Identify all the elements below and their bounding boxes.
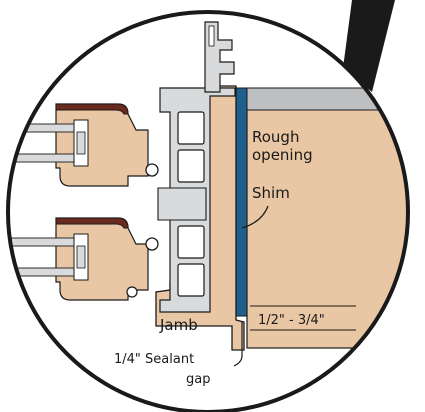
rough-opening-wall <box>246 107 408 349</box>
label-rough-line1: Rough <box>252 128 299 146</box>
magnifier-pointer <box>343 0 395 92</box>
upper-sash-cap <box>55 103 129 115</box>
label-sealant-line1: 1/4" Sealant <box>114 352 194 367</box>
lower-weatherstrip <box>145 237 159 251</box>
upper-glass <box>8 119 89 167</box>
frame-mid-web <box>157 187 207 221</box>
label-sealant-line2: gap <box>186 372 210 387</box>
label-dimension: 1/2" - 3/4" <box>258 313 325 328</box>
chamber-3 <box>177 225 205 259</box>
label-rough-line2: opening <box>252 146 313 164</box>
header-cap <box>246 87 408 111</box>
chamber-2 <box>177 149 205 183</box>
magnifier-rim <box>6 10 410 412</box>
shim-leader <box>241 205 269 229</box>
chamber-4 <box>177 263 205 297</box>
lower-glass <box>8 233 89 281</box>
chamber-1 <box>177 111 205 145</box>
shim <box>235 87 248 317</box>
label-jamb: Jamb <box>159 316 198 334</box>
label-shim: Shim <box>252 184 290 202</box>
lower-sash-cap <box>55 217 129 229</box>
upper-weatherstrip <box>145 163 159 177</box>
frame-top-slot <box>208 25 215 47</box>
sealant-leader <box>233 322 243 367</box>
lower-weatherstrip-2 <box>126 286 138 298</box>
